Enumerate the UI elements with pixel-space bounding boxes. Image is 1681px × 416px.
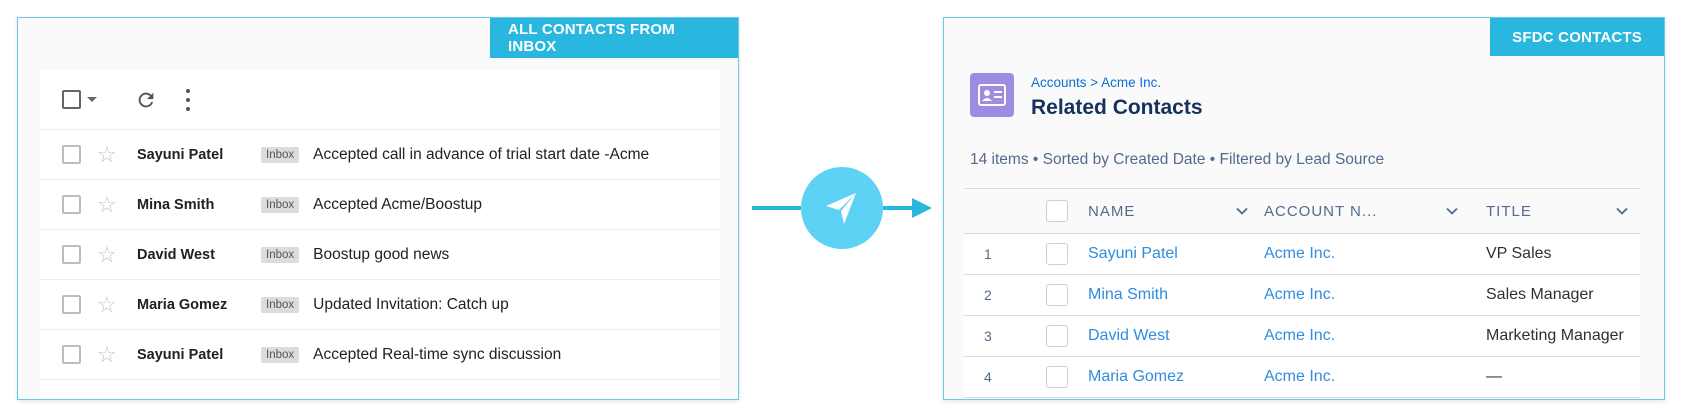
row-select[interactable] xyxy=(1046,284,1088,306)
mail-subject: Accepted Acme/Boostup xyxy=(313,195,483,213)
column-header-account[interactable]: ACCOUNT N... xyxy=(1260,203,1470,220)
mail-list: ☆ Sayuni Patel Inbox Accepted call in ad… xyxy=(40,70,720,399)
mail-subject: Accepted Real-time sync discussion xyxy=(313,345,562,363)
mail-row[interactable]: ☆ Sayuni Patel Inbox Accepted call in ad… xyxy=(40,130,720,180)
row-number: 1 xyxy=(984,246,992,262)
row-checkbox[interactable] xyxy=(1046,325,1068,347)
row-number: 2 xyxy=(984,287,992,303)
chevron-down-icon[interactable] xyxy=(1616,205,1628,217)
row-number: 3 xyxy=(984,328,992,344)
table-row: 4 Maria Gomez Acme Inc. — xyxy=(964,357,1640,398)
mail-toolbar xyxy=(40,70,720,130)
row-select[interactable] xyxy=(1046,243,1088,265)
star-icon[interactable]: ☆ xyxy=(97,341,117,367)
paper-plane-icon xyxy=(801,167,883,249)
header-select[interactable] xyxy=(1046,200,1088,222)
row-checkbox[interactable] xyxy=(1046,243,1068,265)
inbox-panel-tag: ALL CONTACTS FROM INBOX xyxy=(490,18,738,58)
select-all-checkbox-icon[interactable] xyxy=(62,90,81,109)
page-title: Related Contacts xyxy=(1031,96,1203,119)
chevron-down-icon[interactable] xyxy=(1446,205,1458,217)
mail-subject: Accepted call in advance of trial start … xyxy=(313,145,650,163)
table-row: 3 David West Acme Inc. Marketing Manager xyxy=(964,316,1640,357)
row-checkbox[interactable] xyxy=(62,195,81,214)
account-link[interactable]: Acme Inc. xyxy=(1264,286,1336,303)
inbox-label: Inbox xyxy=(261,246,300,263)
contact-name-link[interactable]: Sayuni Patel xyxy=(1088,245,1178,262)
mail-row[interactable]: ☆ Mina Smith Inbox Accepted Acme/Boostup xyxy=(40,180,720,230)
contact-card-icon xyxy=(970,73,1014,117)
mail-subject: Boostup good news xyxy=(313,245,450,263)
contact-name-link[interactable]: David West xyxy=(1088,327,1170,344)
row-checkbox[interactable] xyxy=(62,295,81,314)
column-label: ACCOUNT N... xyxy=(1264,202,1378,220)
mail-sender: Maria Gomez xyxy=(137,296,228,313)
paper-plane-glyph xyxy=(826,193,856,224)
column-header-name[interactable]: NAME xyxy=(1088,203,1260,220)
mail-row[interactable]: ☆ Maria Gomez Inbox Updated Invitation: … xyxy=(40,280,720,330)
table-row: 2 Mina Smith Acme Inc. Sales Manager xyxy=(964,275,1640,316)
mail-sender: Sayuni Patel xyxy=(137,346,224,363)
mail-row[interactable]: ☆ Sayuni Patel Inbox Accepted Real-time … xyxy=(40,330,720,380)
inbox-label: Inbox xyxy=(261,196,300,213)
contact-title: Marketing Manager xyxy=(1486,327,1624,344)
inbox-panel: ALL CONTACTS FROM INBOX ☆ Sayuni Patel I… xyxy=(17,17,739,400)
column-label: NAME xyxy=(1088,202,1136,220)
refresh-icon[interactable] xyxy=(135,89,157,111)
sfdc-panel-tag: SFDC CONTACTS xyxy=(1490,18,1664,56)
inbox-label: Inbox xyxy=(261,146,300,163)
account-link[interactable]: Acme Inc. xyxy=(1264,245,1336,262)
row-checkbox[interactable] xyxy=(62,245,81,264)
row-select[interactable] xyxy=(1046,325,1088,347)
more-vert-icon[interactable] xyxy=(185,88,191,111)
contact-name-link[interactable]: Maria Gomez xyxy=(1088,368,1185,385)
chevron-down-icon[interactable] xyxy=(1236,205,1248,217)
account-link[interactable]: Acme Inc. xyxy=(1264,327,1336,344)
list-meta: 14 items • Sorted by Created Date • Filt… xyxy=(970,151,1385,168)
contact-title: VP Sales xyxy=(1486,245,1552,262)
row-select[interactable] xyxy=(1046,366,1088,388)
row-checkbox[interactable] xyxy=(62,345,81,364)
row-checkbox[interactable] xyxy=(62,145,81,164)
select-all-checkbox[interactable] xyxy=(1046,200,1068,222)
row-checkbox[interactable] xyxy=(1046,366,1068,388)
contact-title: Sales Manager xyxy=(1486,286,1594,303)
star-icon[interactable]: ☆ xyxy=(97,191,117,217)
mail-subject: Updated Invitation: Catch up xyxy=(313,295,509,313)
inbox-label: Inbox xyxy=(261,346,300,363)
account-link[interactable]: Acme Inc. xyxy=(1264,368,1336,385)
column-header-title[interactable]: TITLE xyxy=(1470,203,1640,220)
contacts-table: NAME ACCOUNT N... TITLE 1 Sayuni Patel A… xyxy=(964,188,1640,398)
inbox-label: Inbox xyxy=(261,296,300,313)
mail-sender: David West xyxy=(137,246,215,263)
column-label: TITLE xyxy=(1486,202,1532,220)
breadcrumb[interactable]: Accounts > Acme Inc. xyxy=(1031,75,1162,90)
contact-name-link[interactable]: Mina Smith xyxy=(1088,286,1169,303)
mail-row[interactable]: ☆ David West Inbox Boostup good news xyxy=(40,230,720,280)
star-icon[interactable]: ☆ xyxy=(97,141,117,167)
sfdc-panel: SFDC CONTACTS Accounts > Acme Inc. Relat… xyxy=(943,17,1665,400)
star-icon[interactable]: ☆ xyxy=(97,241,117,267)
table-row: 1 Sayuni Patel Acme Inc. VP Sales xyxy=(964,234,1640,275)
star-icon[interactable]: ☆ xyxy=(97,291,117,317)
row-number: 4 xyxy=(984,369,992,385)
arrow-right-icon xyxy=(912,198,932,218)
mail-sender: Mina Smith xyxy=(137,196,215,213)
mail-sender: Sayuni Patel xyxy=(137,146,224,163)
row-checkbox[interactable] xyxy=(1046,284,1068,306)
select-caret-icon[interactable] xyxy=(87,97,97,102)
table-header: NAME ACCOUNT N... TITLE xyxy=(964,188,1640,234)
contact-title: — xyxy=(1486,368,1502,385)
